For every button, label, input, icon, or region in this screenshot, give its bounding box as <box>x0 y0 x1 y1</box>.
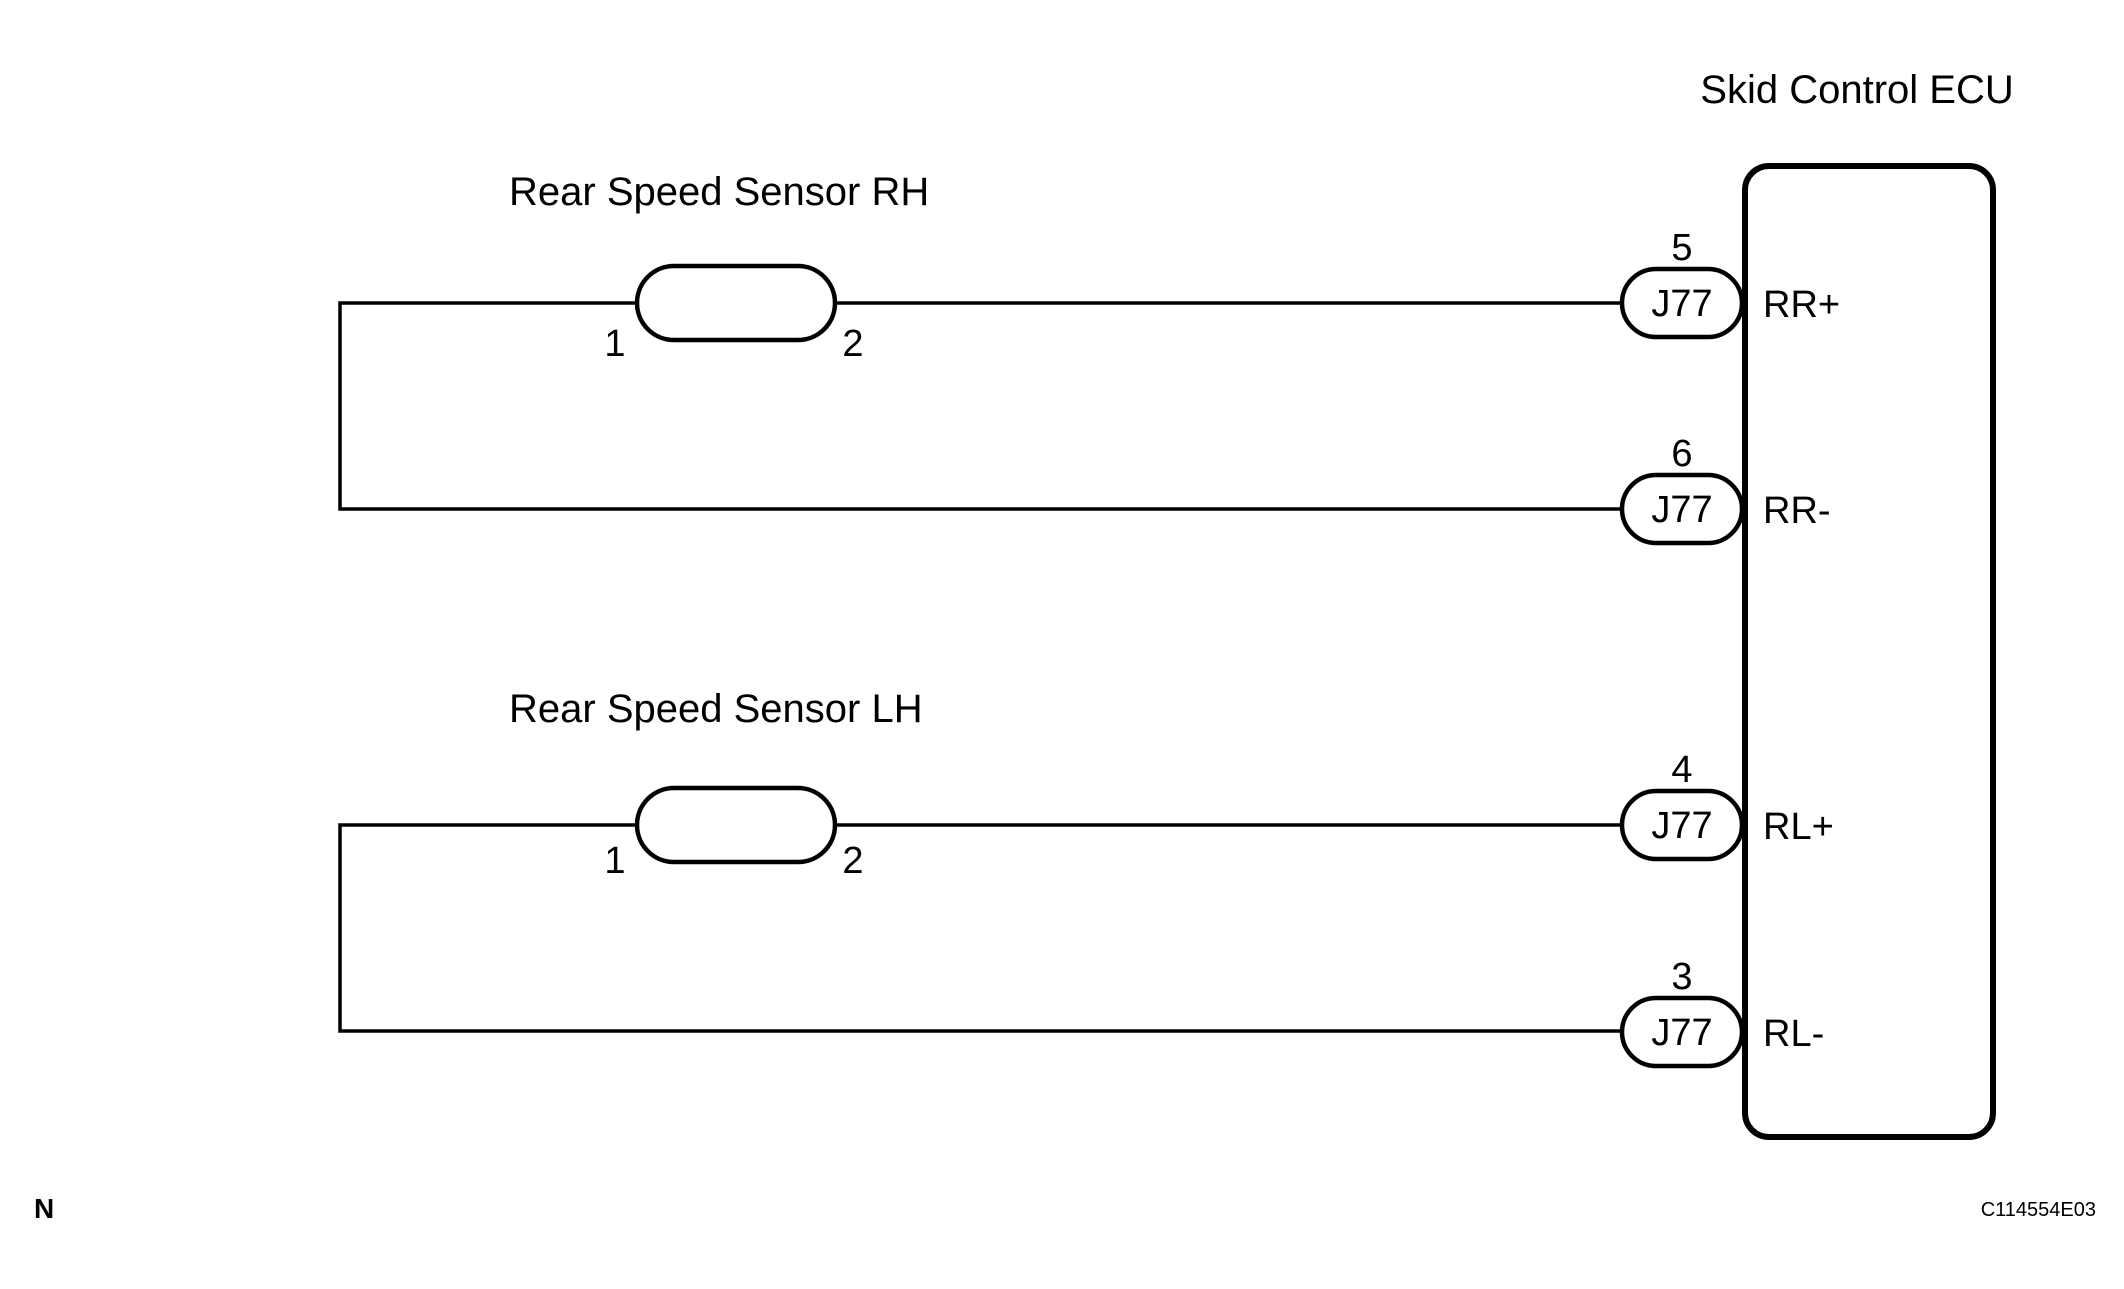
signal-label: RR- <box>1763 490 1831 532</box>
circuit-rear-speed-sensor-lh: Rear Speed Sensor LH 1 2 <box>338 687 1627 1033</box>
connector-label: J77 <box>1651 489 1712 531</box>
connector-j77 <box>1619 788 1745 862</box>
sensor-rh-pin-1: 1 <box>604 323 625 365</box>
connector-label: J77 <box>1651 283 1712 325</box>
terminal-rr-plus: 5 J77 RR+ <box>1619 227 1840 340</box>
sensor-rh-title: Rear Speed Sensor RH <box>509 170 929 214</box>
connector-j77 <box>1619 472 1745 546</box>
ecu-title: Skid Control ECU <box>1700 68 2013 112</box>
terminal-rl-minus: 3 J77 RL- <box>1619 956 1824 1069</box>
sensor-rh-pin-2: 2 <box>842 323 863 365</box>
skid-control-ecu: Skid Control ECU <box>1700 68 2014 1140</box>
corner-mark: N <box>34 1193 54 1224</box>
sensor-lh-pin-2: 2 <box>842 840 863 882</box>
wire-rl-minus <box>338 823 1622 1033</box>
connector-label: J77 <box>1651 805 1712 847</box>
terminal-pin-number: 5 <box>1671 227 1692 269</box>
connector-j77 <box>1619 266 1745 340</box>
ecu-box <box>1742 163 1996 1140</box>
terminal-rl-plus: 4 J77 RL+ <box>1619 749 1834 862</box>
sensor-lh-title: Rear Speed Sensor LH <box>509 687 923 731</box>
connector-j77 <box>1619 995 1745 1069</box>
signal-label: RL+ <box>1763 806 1834 848</box>
figure-code: C114554E03 <box>1981 1199 2096 1221</box>
terminal-rr-minus: 6 J77 RR- <box>1619 433 1831 546</box>
terminal-pin-number: 4 <box>1671 749 1692 791</box>
terminal-pin-number: 3 <box>1671 956 1692 998</box>
sensor-lh-body <box>634 785 838 865</box>
signal-label: RL- <box>1763 1013 1824 1055</box>
circuit-rear-speed-sensor-rh: Rear Speed Sensor RH 1 2 <box>338 170 1627 511</box>
signal-label: RR+ <box>1763 284 1840 326</box>
terminal-pin-number: 6 <box>1671 433 1692 475</box>
connector-label: J77 <box>1651 1012 1712 1054</box>
sensor-rh-body <box>634 263 838 343</box>
wire-rr-minus <box>338 301 1622 511</box>
sensor-lh-pin-1: 1 <box>604 840 625 882</box>
